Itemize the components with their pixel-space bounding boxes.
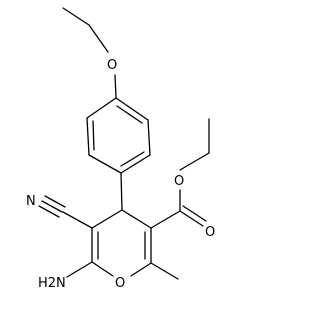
bond-benzene-inner-2 (120, 151, 145, 167)
nitrile-nitrogen-label: N (26, 194, 36, 209)
bond-benzene-4 (88, 154, 122, 174)
bond-group (38, 7, 210, 280)
ring-oxygen-label: O (115, 276, 125, 291)
bond-c2-nh2 (66, 261, 93, 278)
bond-ester-c-o-double-b (182, 205, 207, 222)
bond-benzene-6 (86, 97, 117, 119)
bond-benzene-2 (147, 119, 151, 156)
bond-benzene-5 (86, 117, 90, 156)
bond-cn-triple-a (41, 200, 63, 213)
ether-oxygen-label: O (107, 58, 117, 73)
ester-carbonyl-oxygen-label: O (205, 225, 215, 240)
bond-c4-c3 (91, 209, 123, 229)
ester-alkoxy-oxygen-label: O (174, 174, 184, 189)
bond-c5-ester-c (150, 210, 181, 229)
bond-c2-o1 (91, 261, 114, 277)
bond-ester-c-o-double-a (179, 210, 204, 227)
bond-cn-triple-c (38, 205, 60, 218)
bond-ethyl-ch2-o (88, 24, 109, 53)
amino-group-label: H2N (38, 276, 66, 291)
bond-aryl-c4 (120, 172, 123, 211)
bond-c5-c4 (121, 209, 152, 229)
bond-ester-o-ch2 (179, 152, 210, 171)
bond-o-aryl (114, 74, 117, 99)
bond-cn-triple-b (44, 195, 66, 208)
bond-c3-cn (62, 211, 93, 229)
bond-benzene-inner-1 (116, 105, 143, 124)
structure-svg: O N H2N O O O (26, 7, 215, 291)
bond-o1-c6 (130, 262, 152, 277)
bond-benzene-3 (120, 154, 151, 174)
bond-benzene-inner-3 (92, 120, 95, 151)
bond-benzene-1 (115, 97, 149, 121)
molecule-diagram: O N H2N O O O (26, 7, 216, 291)
bond-c6-methyl (150, 262, 179, 280)
bond-ethyl-ch3-ch2 (62, 7, 90, 26)
